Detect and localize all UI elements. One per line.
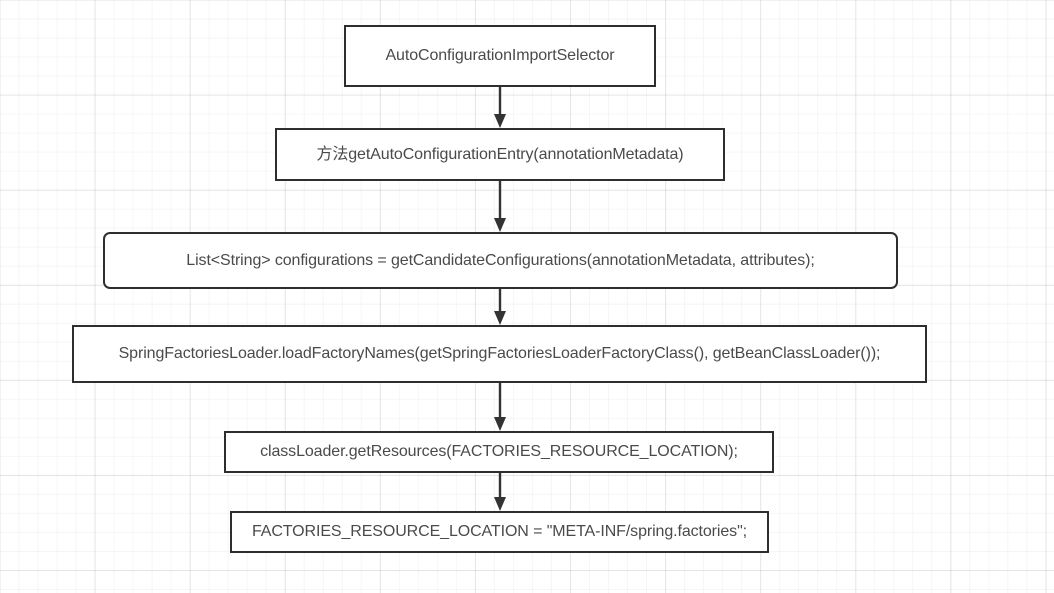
flow-arrow <box>494 289 506 325</box>
flowchart-node-n4[interactable]: SpringFactoriesLoader.loadFactoryNames(g… <box>72 325 927 383</box>
flowchart-node-label: 方法getAutoConfigurationEntry(annotationMe… <box>316 145 684 163</box>
flowchart-node-n6[interactable]: FACTORIES_RESOURCE_LOCATION = "META-INF/… <box>230 511 769 553</box>
flowchart-node-label: AutoConfigurationImportSelector <box>385 47 615 65</box>
flowchart-node-label: List<String> configurations = getCandida… <box>186 251 815 269</box>
flow-arrow <box>494 181 506 232</box>
flowchart-node-label: classLoader.getResources(FACTORIES_RESOU… <box>260 443 738 461</box>
flow-arrow <box>494 473 506 511</box>
flowchart-node-n3[interactable]: List<String> configurations = getCandida… <box>103 232 898 289</box>
flowchart-node-n5[interactable]: classLoader.getResources(FACTORIES_RESOU… <box>224 431 774 473</box>
flowchart-node-label: FACTORIES_RESOURCE_LOCATION = "META-INF/… <box>251 523 747 541</box>
flowchart-node-n2[interactable]: 方法getAutoConfigurationEntry(annotationMe… <box>275 128 725 181</box>
flow-arrow <box>494 87 506 128</box>
flowchart-node-n1[interactable]: AutoConfigurationImportSelector <box>344 25 656 87</box>
flowchart-node-label: SpringFactoriesLoader.loadFactoryNames(g… <box>118 345 881 363</box>
flow-arrow <box>494 383 506 431</box>
